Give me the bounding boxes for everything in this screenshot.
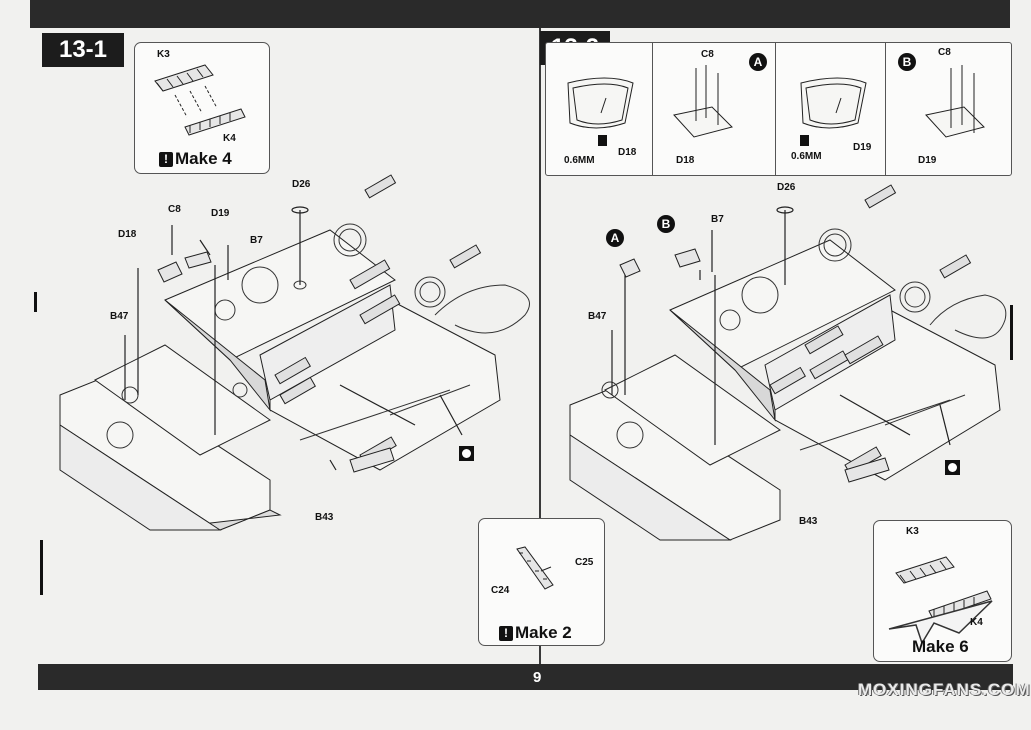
make-quantity: !Make 2 <box>499 623 572 643</box>
part-label-c8: C8 <box>938 47 951 58</box>
part-label-c8: C8 <box>168 204 181 215</box>
watermark-plane-icon <box>888 600 993 645</box>
make-text: Make 6 <box>912 637 969 656</box>
inset-track-links-right: K3 K4 Make 6 <box>873 520 1012 662</box>
part-label-b43: B43 <box>315 512 334 523</box>
panel-divider <box>775 43 776 175</box>
part-label-k3: K3 <box>906 526 919 537</box>
bottom-border-bar <box>38 664 1013 690</box>
part-label-b7: B7 <box>250 235 263 246</box>
part-label-d19: D19 <box>918 155 937 166</box>
warning-icon: ! <box>159 152 173 167</box>
registration-mark <box>1010 305 1013 360</box>
bracket-assembly-drawing <box>516 546 554 590</box>
warning-icon: ! <box>499 626 513 641</box>
hull-assembly-drawing-right <box>569 184 1007 541</box>
registration-mark <box>40 540 43 595</box>
measurement-label: 0.6MM <box>564 155 595 166</box>
detail-strip: 0.6MM D18 A C8 D18 0.6MM D19 B C8 D19 <box>545 42 1012 176</box>
callout-a-badge: A <box>749 53 767 71</box>
watermark-text: MOXINGFANS.COM <box>858 680 1031 699</box>
top-border-bar <box>30 0 1010 28</box>
part-label-c24: C24 <box>491 585 510 596</box>
part-label-c8: C8 <box>701 49 714 60</box>
make-text: Make 4 <box>175 149 232 168</box>
part-label-d26: D26 <box>292 179 311 190</box>
measurement-label: 0.6MM <box>791 151 822 162</box>
inset-track-links-left: K3 K4 !Make 4 <box>134 42 270 174</box>
part-label-d18: D18 <box>618 147 637 158</box>
hull-assembly-drawing-left <box>59 174 530 531</box>
panel-divider <box>885 43 886 175</box>
part-label-d19: D19 <box>211 208 230 219</box>
part-label-d18: D18 <box>118 229 137 240</box>
part-label-k3: K3 <box>157 49 170 60</box>
part-label-d19: D19 <box>853 142 872 153</box>
make-text: Make 2 <box>515 623 572 642</box>
track-link-assembly-drawing <box>888 556 993 645</box>
make-quantity: !Make 4 <box>159 149 232 169</box>
step-number-13-1: 13-1 <box>42 33 124 67</box>
registration-mark <box>34 292 37 312</box>
part-label-b43: B43 <box>799 516 818 527</box>
panel-divider <box>652 43 653 175</box>
part-label-d26: D26 <box>777 182 796 193</box>
part-label-b7: B7 <box>711 214 724 225</box>
page-number: 9 <box>533 669 542 686</box>
callout-b-badge: B <box>657 215 675 233</box>
part-label-b47: B47 <box>110 311 129 322</box>
make-quantity: Make 6 <box>912 637 969 657</box>
center-divider <box>539 28 541 664</box>
part-label-k4: K4 <box>223 133 236 144</box>
detail-drawings <box>567 65 985 146</box>
inset-sub-assembly-c24-c25: C25 C24 !Make 2 <box>478 518 605 646</box>
part-label-d18: D18 <box>676 155 695 166</box>
callout-b-badge: B <box>898 53 916 71</box>
symmetry-icon <box>945 460 960 475</box>
track-link-assembly-drawing <box>154 64 246 136</box>
symmetry-icon <box>459 446 474 461</box>
part-label-k4: K4 <box>970 617 983 628</box>
part-label-b47: B47 <box>588 311 607 322</box>
callout-a-badge: A <box>606 229 624 247</box>
part-label-c25: C25 <box>575 557 594 568</box>
